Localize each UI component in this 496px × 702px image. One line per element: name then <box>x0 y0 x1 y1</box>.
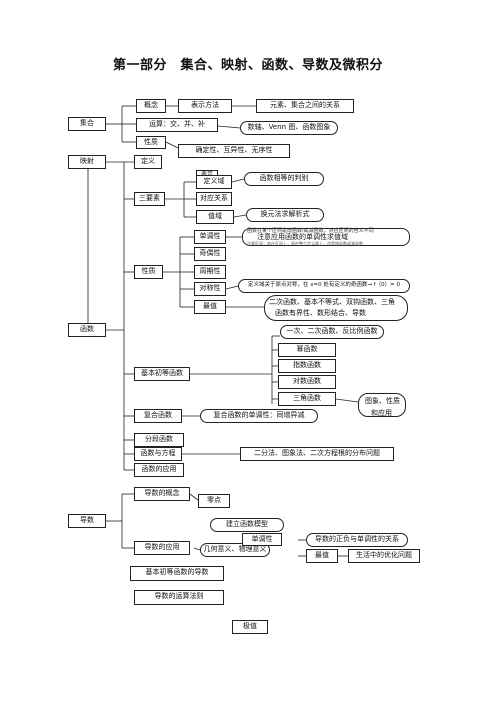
graph-property-line-2: 和应用 <box>371 409 392 417</box>
node-concept: 概念 <box>136 99 166 113</box>
node-monotonic-notes: 函数在某个区间是增函数/或减函数，对应区间的含义不同 注意应用函数的单调性求值域… <box>242 228 410 246</box>
node-extreme-value: 极值 <box>232 620 268 634</box>
node-basic-derivatives: 基本初等函数的导数 <box>130 566 224 581</box>
node-elementary-functions: 基本初等函数 <box>134 367 190 381</box>
node-derivative-extremum: 最值 <box>306 549 338 563</box>
extremum-note-1: 二次函数、基本不等式、双钩函数、三角 <box>269 298 395 306</box>
page-title: 第一部分 集合、映射、函数、导数及微积分 <box>112 58 383 73</box>
node-extremum: 最值 <box>194 300 226 314</box>
node-operations: 运算：交、并、补 <box>136 118 218 132</box>
node-exponential-function: 指数函数 <box>278 359 336 373</box>
node-range: 值域 <box>196 210 234 224</box>
node-periodicity: 周期性 <box>194 265 226 279</box>
node-logarithmic-function: 对数函数 <box>278 375 336 389</box>
node-representation: 表示方法 <box>178 99 232 113</box>
node-zero-point: 零点 <box>198 494 230 508</box>
node-function-application: 函数的应用 <box>134 463 184 477</box>
node-monotonic-relation: 导数的正负与单调性的关系 <box>306 533 408 547</box>
node-range-methods: 换元法求解析式 <box>246 208 324 222</box>
node-function: 函数 <box>68 323 106 337</box>
node-set-property: 性质 <box>136 136 166 149</box>
node-function-properties: 性质 <box>134 265 163 279</box>
node-graph-property: 图象、性质 和应用 <box>358 393 406 417</box>
node-linear-quadratic: 一次、二次函数、反比例函数 <box>280 325 384 339</box>
extremum-note-2: 函数有界性、数形结合、导数 <box>275 309 366 317</box>
node-symmetry: 对称性 <box>194 282 226 296</box>
node-equal-functions: 函数相等的判别 <box>244 172 324 186</box>
monotonic-note-2: 注意应用函数的单调性求值域 <box>257 233 348 241</box>
graph-property-line-1: 图象、性质 <box>365 397 400 405</box>
node-derivative-monotonicity: 单调性 <box>242 533 282 546</box>
node-monotonicity: 单调性 <box>194 230 226 244</box>
node-mapping: 映射 <box>68 155 106 169</box>
node-equation-note: 二分法、图象法、二次方程根的分布问题 <box>240 447 394 461</box>
monotonic-note-1: 函数在某个区间是增函数/或减函数，对应区间的含义不同 <box>247 228 374 234</box>
node-set-property-detail: 确定性、互异性、无序性 <box>178 144 290 158</box>
node-symmetry-note: 定义域关于原点对称，在 x=0 处有定义的奇函数→ f（0）= 0 <box>238 279 410 293</box>
node-three-elements: 三要素 <box>134 192 165 206</box>
node-geometric-meaning: 几何意义、物理意义 <box>200 543 270 557</box>
node-definition: 定义 <box>134 155 162 169</box>
node-derivative-application: 导数的应用 <box>134 541 190 555</box>
node-composite-function: 复合函数 <box>134 409 182 423</box>
node-sets: 集合 <box>68 117 106 131</box>
node-derivative-rules: 导数的运算法则 <box>134 590 224 605</box>
node-composite-note: 复合函数的单调性：同增异减 <box>200 409 318 423</box>
monotonic-note-3: 注意区间：若在区间上，则在整个定义域上，也是增函数或减函数 <box>247 241 363 246</box>
node-extremum-notes: 二次函数、基本不等式、双钩函数、三角 函数有界性、数形结合、导数 <box>264 295 408 321</box>
node-correspondence: 对应关系 <box>196 192 232 206</box>
node-parity: 奇偶性 <box>194 247 226 261</box>
node-function-model: 建立函数模型 <box>210 518 284 532</box>
node-operation-tools: 数轴、Venn 图、函数图象 <box>240 121 338 135</box>
node-domain: 定义域 <box>196 175 232 189</box>
node-derivative: 导数 <box>68 514 106 528</box>
node-piecewise-function: 分段函数 <box>134 433 184 447</box>
node-power-function: 幂函数 <box>278 343 336 357</box>
node-derivative-concept: 导数的概念 <box>134 487 190 501</box>
node-trig-function: 三角函数 <box>278 392 336 406</box>
node-optimization: 生活中的优化问题 <box>348 549 420 563</box>
node-element-relation: 元素、集合之间的关系 <box>256 99 354 113</box>
node-function-equation: 函数与方程 <box>134 447 182 461</box>
